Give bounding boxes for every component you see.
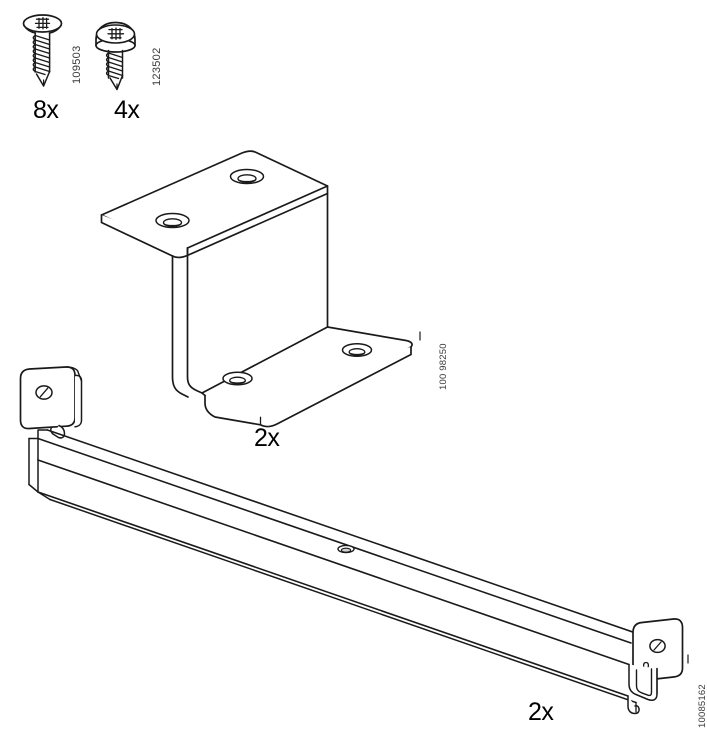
quantity-screw-countersunk: 8x xyxy=(33,96,59,124)
countersunk-wood-screw-icon xyxy=(22,14,63,87)
quantity-support-rail: 2x xyxy=(528,698,554,726)
part-number-z-bracket: 100 98250 xyxy=(438,343,449,390)
quantity-screw-panhead: 4x xyxy=(114,96,140,124)
part-number-support-rail: 10085162 xyxy=(697,684,707,728)
z-bracket-icon xyxy=(100,150,421,428)
support-rail-icon xyxy=(19,366,689,715)
part-number-screw-countersunk: 109503 xyxy=(71,45,83,84)
part-number-screw-panhead: 123502 xyxy=(151,47,163,86)
quantity-z-bracket: 2x xyxy=(254,424,280,452)
pan-head-wood-screw-icon xyxy=(95,21,136,91)
